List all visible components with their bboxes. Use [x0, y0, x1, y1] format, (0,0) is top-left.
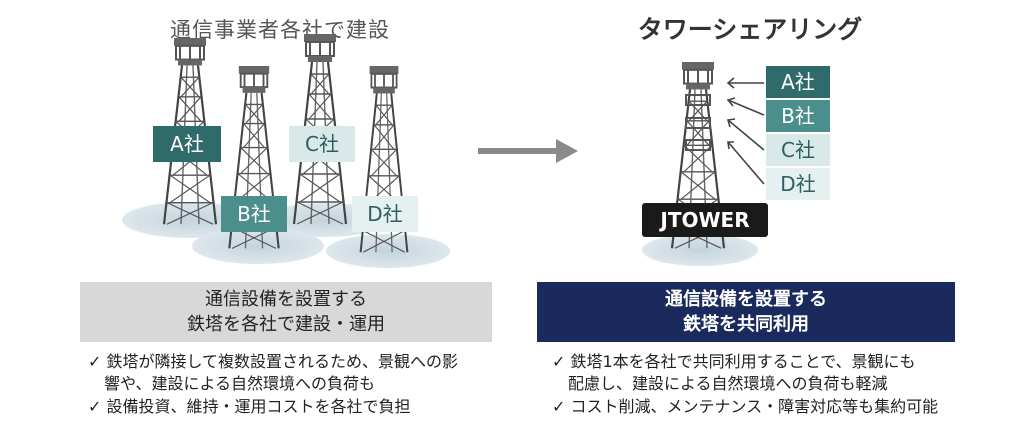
left-bullet-2: ✓ 設備投資、維持・運用コストを各社で負担: [88, 396, 411, 418]
right-bullet-2-line-1: ✓ コスト削減、メンテナンス・障害対応等も集約可能: [552, 397, 939, 416]
left-tag-b: B社: [221, 196, 287, 232]
right-summary-box: 通信設備を設置する 鉄塔を共同利用: [537, 282, 955, 342]
right-tag-a: A社: [766, 66, 830, 98]
left-tag-c: C社: [289, 126, 355, 162]
right-bullet-1-line-1: ✓ 鉄塔1本を各社で共同利用することで、景観にも: [552, 352, 916, 371]
right-summary-line: 鉄塔を共同利用: [683, 314, 809, 335]
left-summary-box: 通信設備を設置する 鉄塔を各社で建設・運用: [80, 282, 492, 342]
left-tag-d: D社: [352, 196, 418, 232]
left-bullet-1: ✓ 鉄塔が隣接して複数設置されるため、景観への影 響や、建設による自然環境への負…: [88, 351, 458, 395]
arrow-right-icon: [478, 139, 578, 163]
right-tag-c: C社: [766, 134, 830, 166]
right-summary-line: 通信設備を設置する: [665, 289, 827, 310]
left-summary-line: 鉄塔を各社で建設・運用: [187, 314, 385, 335]
right-bullet-2: ✓ コスト削減、メンテナンス・障害対応等も集約可能: [552, 396, 938, 418]
right-tag-d: D社: [766, 168, 830, 200]
left-bullet-1-line-2: 響や、建設による自然環境への負荷も: [88, 374, 376, 393]
right-bullet-1-line-2: 配慮し、建設による自然環境への負荷も軽減: [552, 374, 888, 393]
left-heading: 通信事業者各社で建設: [170, 18, 390, 42]
right-tag-b: B社: [766, 100, 830, 132]
jtower-badge: JTOWER: [642, 203, 768, 237]
left-bullet-1-line-1: ✓ 鉄塔が隣接して複数設置されるため、景観への影: [88, 352, 459, 371]
left-bullet-2-line-1: ✓ 設備投資、維持・運用コストを各社で負担: [88, 397, 411, 416]
left-tag-a: A社: [153, 126, 221, 162]
right-bullet-1: ✓ 鉄塔1本を各社で共同利用することで、景観にも 配慮し、建設による自然環境への…: [552, 351, 916, 395]
left-summary-line: 通信設備を設置する: [205, 289, 367, 310]
right-heading: タワーシェアリング: [637, 15, 863, 44]
